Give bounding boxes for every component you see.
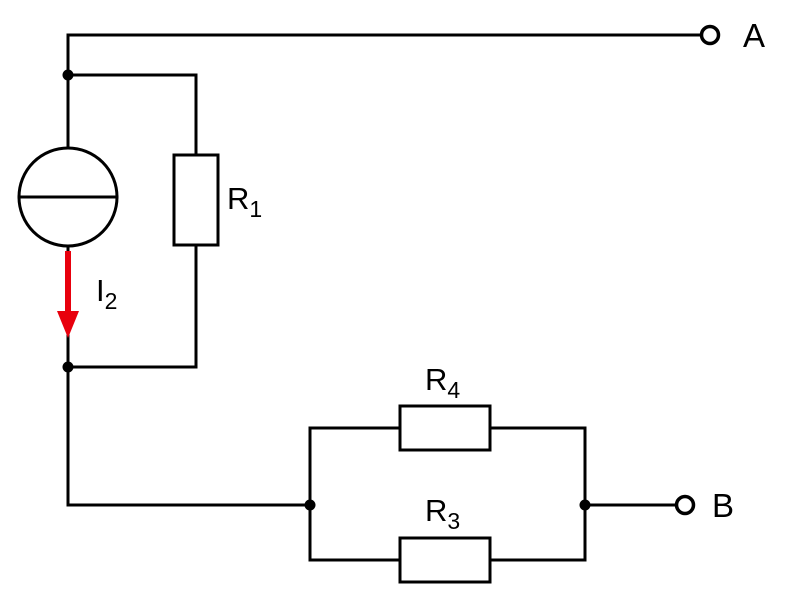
- terminal-a-node: [699, 24, 721, 46]
- junction-dot-parallel-left: [304, 499, 316, 511]
- junction-dot-lower-left: [62, 361, 74, 373]
- current-arrow-i2: [57, 251, 79, 338]
- resistor-r3-body: [398, 536, 492, 584]
- current-i2-label-base: I: [96, 273, 105, 308]
- resistor-r3-label: R3: [425, 493, 460, 534]
- junction-dot-parallel-right: [579, 499, 591, 511]
- resistor-r1-label-base: R: [227, 181, 249, 216]
- resistor-r4-body: [398, 404, 492, 452]
- resistor-r4-label: R4: [425, 362, 460, 403]
- resistor-r1-body: [172, 153, 220, 247]
- resistor-r1-label: R1: [227, 181, 262, 222]
- current-arrow-head: [57, 311, 79, 338]
- terminal-b-label: B: [712, 487, 734, 524]
- resistor-r3-label-base: R: [425, 493, 447, 528]
- terminal-a-label: A: [743, 17, 765, 54]
- resistor-r3-label-sub: 3: [447, 508, 460, 534]
- resistor-r4-label-sub: 4: [447, 377, 460, 403]
- current-i2-label-sub: 2: [105, 288, 118, 314]
- wires: [66, 33, 703, 562]
- junction-dot-top-left: [62, 69, 74, 81]
- resistor-r1-label-sub: 1: [249, 196, 262, 222]
- current-i2-label: I2: [96, 273, 117, 314]
- terminal-b-node: [674, 494, 696, 516]
- resistor-r4-label-base: R: [425, 362, 447, 397]
- current-source-symbol: [17, 146, 119, 248]
